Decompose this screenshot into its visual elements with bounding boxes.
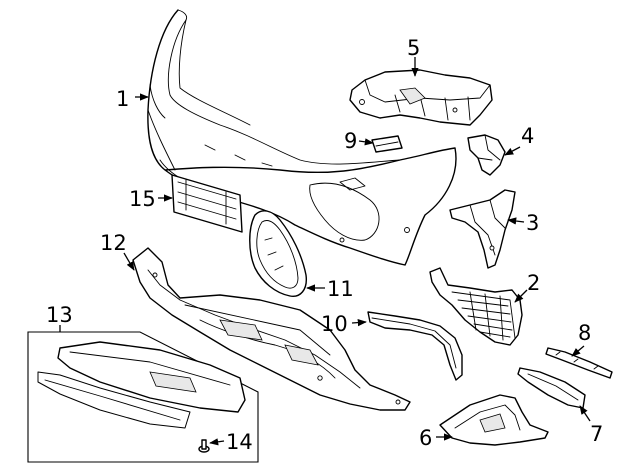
leader-14 <box>209 438 225 446</box>
part-bumper-cover <box>147 9 457 266</box>
callout-5: 5 <box>407 36 420 60</box>
callout-2: 2 <box>527 271 540 295</box>
callout-6: 6 <box>419 426 432 450</box>
callout-15: 15 <box>129 187 156 211</box>
leader-12 <box>123 252 135 271</box>
leader-lines <box>59 57 591 446</box>
callout-7: 7 <box>590 422 603 446</box>
callout-1: 1 <box>116 87 129 111</box>
leader-4 <box>504 146 521 156</box>
callout-10: 10 <box>321 312 348 336</box>
part-4-bracket <box>467 134 506 176</box>
callout-4: 4 <box>521 124 534 148</box>
part-13-group-box <box>27 331 259 463</box>
callout-13: 13 <box>46 303 73 327</box>
callout-12: 12 <box>100 231 127 255</box>
leader-10 <box>351 318 367 327</box>
part-7-strip <box>517 367 586 409</box>
part-3-bracket <box>449 189 516 269</box>
leader-2 <box>514 289 528 303</box>
callout-9: 9 <box>344 129 357 153</box>
callout-8: 8 <box>578 321 591 345</box>
part-2-grille <box>429 267 523 346</box>
part-10-trim-strip <box>367 311 463 381</box>
leader-3 <box>507 217 525 225</box>
part-6-deflector <box>439 394 549 446</box>
callout-3: 3 <box>526 211 539 235</box>
part-11-bezel <box>249 210 307 297</box>
callout-labels: 1 2 3 4 5 6 7 8 9 10 11 12 13 14 15 <box>46 36 603 454</box>
part-14-push-pin <box>198 439 210 453</box>
part-upper-bracket <box>349 69 493 126</box>
callout-11: 11 <box>327 277 354 301</box>
part-12-undertray <box>132 247 411 411</box>
part-15-license-bracket <box>171 174 243 233</box>
leader-7 <box>579 405 591 422</box>
part-8-strip <box>545 347 613 379</box>
leader-8 <box>571 345 585 357</box>
leader-9 <box>358 138 374 146</box>
callout-14: 14 <box>226 430 253 454</box>
part-9-clip <box>371 135 403 153</box>
